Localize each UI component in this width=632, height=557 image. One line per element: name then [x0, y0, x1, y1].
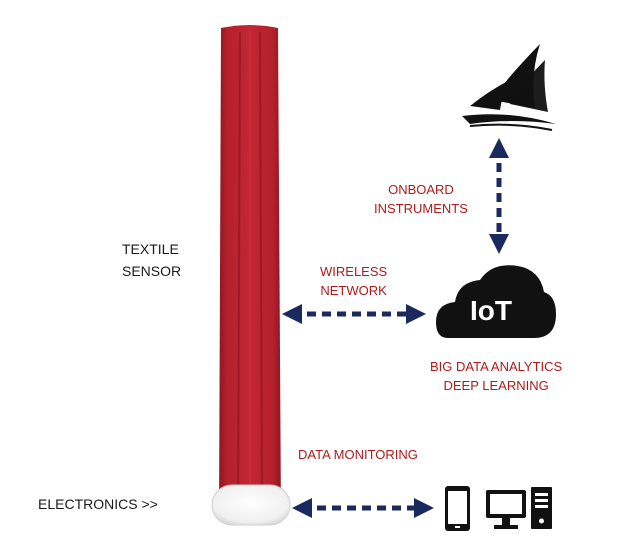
- onboard-instruments-label: ONBOARD INSTRUMENTS: [374, 180, 468, 218]
- sailboat-logo-icon: [462, 44, 556, 131]
- analytics-line-1: BIG DATA ANALYTICS: [430, 359, 563, 374]
- iot-label: IoT: [470, 295, 512, 326]
- wireless-network-line-1: WIRELESS: [320, 264, 388, 279]
- desktop-computer-icon: [486, 487, 552, 529]
- textile-sensor-line-1: TEXTILE: [122, 241, 179, 257]
- electronics-module: [211, 484, 291, 526]
- textile-sensor-label: TEXTILE SENSOR: [122, 238, 181, 282]
- electronics-label: ELECTRONICS >>: [38, 496, 158, 512]
- onboard-instruments-line-2: INSTRUMENTS: [374, 201, 468, 216]
- data-monitoring-label: DATA MONITORING: [298, 447, 418, 462]
- wireless-network-line-2: NETWORK: [320, 283, 387, 298]
- analytics-label: BIG DATA ANALYTICS DEEP LEARNING: [430, 357, 562, 395]
- analytics-line-2: DEEP LEARNING: [443, 378, 549, 393]
- textile-sensor-strap: [219, 25, 281, 520]
- onboard-instruments-line-1: ONBOARD: [388, 182, 454, 197]
- wireless-network-label: WIRELESS NETWORK: [320, 262, 387, 300]
- textile-sensor-line-2: SENSOR: [122, 263, 182, 279]
- cloud-icon: [436, 265, 556, 338]
- smartphone-icon: [445, 486, 470, 531]
